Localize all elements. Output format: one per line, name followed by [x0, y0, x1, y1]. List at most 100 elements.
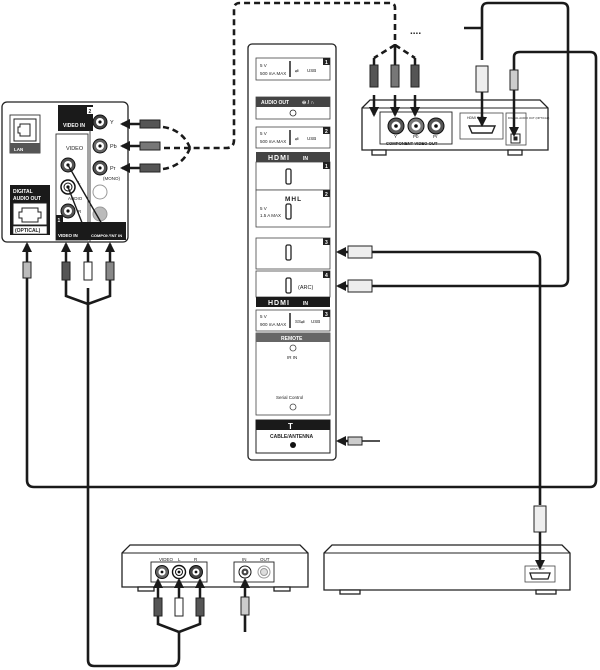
out-y-label: Y [394, 134, 397, 139]
headphone-icon: ⊖ / ∩ [302, 100, 314, 106]
remote-header: REMOTE [281, 336, 303, 342]
rca-l-jack[interactable] [171, 564, 187, 580]
side-panel-plugs [336, 245, 373, 446]
usb3-number: 3 [325, 312, 328, 318]
rca-r-jack[interactable] [189, 565, 203, 579]
hdmi-out-label-bottom: HDMI OUT [530, 567, 545, 571]
hdmi2-spec-2: 1.5 A MAX [260, 213, 281, 218]
jack-pr-in[interactable] [92, 160, 108, 176]
lan-label: LAN [14, 147, 23, 152]
mhl-label: MHL [285, 196, 302, 203]
usb-port-2[interactable]: 5 V 500 mA MAX ⇌ USB 2 [255, 126, 331, 149]
video-in-2-number: 2 [89, 109, 92, 115]
hdmi-out-port-bottom[interactable]: HDMI OUT [524, 565, 556, 583]
serial-control-label: Serial Control [276, 395, 303, 400]
top-device-plugs: .... [369, 26, 519, 137]
plug-pb [390, 64, 400, 88]
hdmi-port-4-arc[interactable]: (ARC) 4 [255, 270, 331, 298]
composite-plug-audio-r [105, 261, 115, 281]
composite-plug-video [61, 261, 71, 281]
bottom-left-device: VIDEO L R IN OUT [121, 544, 309, 592]
component-split-pr [394, 43, 416, 60]
video-in-1-label: VIDEO IN [58, 233, 78, 238]
audio-jack-icon [289, 109, 297, 117]
ellipsis-label: .... [410, 26, 421, 37]
bottom-right-plugs [533, 505, 547, 570]
out-pr-label: Pr [433, 134, 438, 139]
component-out-y[interactable] [387, 117, 405, 135]
audio-r-label: R [78, 209, 82, 214]
optical-label: (OPTICAL) [15, 228, 41, 234]
hdmi3-number: 3 [325, 240, 328, 246]
remote-section: REMOTE IR IN Serial Control [255, 332, 331, 416]
optical-cable [25, 50, 598, 489]
usb1-label: USB [307, 68, 316, 73]
usb-port-1[interactable]: 5 V 500 mA MAX ⇌ USB 1 [255, 57, 331, 81]
hdmi1-number: 1 [325, 164, 328, 170]
video-label: VIDEO [66, 146, 84, 152]
cables [25, 1, 598, 668]
coax-plug [347, 436, 363, 446]
component-out-pb[interactable] [407, 117, 425, 135]
tv-rear-panel: LAN DIGITAL AUDIO OUT (OPTICAL) VIDEO IN… [1, 101, 129, 243]
component-plugs-tv [120, 119, 161, 173]
hdmi2-spec-1: 5 V [260, 206, 267, 211]
jack-y-label: Y [110, 120, 114, 126]
serial-control-port [289, 403, 297, 411]
hdmi-cable-bottom-device [372, 250, 542, 505]
usb-icon: ⇌ [295, 136, 299, 141]
optical-plug [22, 261, 32, 279]
jack-audio-r-in[interactable] [60, 203, 76, 219]
hdmi-plug-4 [347, 279, 373, 293]
plug-y [369, 64, 379, 88]
usb3-spec-2: 900 mA MAX [260, 322, 286, 327]
optical-plug-top [509, 69, 519, 91]
bottom-left-plugs [153, 578, 250, 617]
out-label: OUT [260, 557, 270, 562]
component-out-pr[interactable] [427, 117, 445, 135]
in-label: IN [242, 557, 247, 562]
jack-pb-label: Pb [110, 144, 117, 150]
antenna-jack [290, 442, 296, 448]
bottom-right-device: HDMI OUT [323, 544, 571, 595]
audio-out-label: AUDIO OUT [261, 100, 289, 106]
video-label: VIDEO [159, 557, 174, 562]
hdmi-port-3[interactable]: 3 [255, 237, 331, 270]
rca-video-jack[interactable] [155, 565, 169, 579]
rf-out-jack[interactable] [257, 565, 271, 579]
hdmi2-number: 2 [325, 192, 328, 198]
usb-port-3[interactable]: 5 V 900 mA MAX SS⇌ USB 3 [255, 309, 331, 332]
cable-antenna-label: CABLE/ANTENNA [270, 434, 313, 440]
arc-label: (ARC) [298, 285, 313, 291]
hdmi-header: HDMI [268, 155, 290, 162]
hdmi-port-2-mhl[interactable]: MHL 5 V 1.5 A MAX 2 [255, 189, 331, 228]
usb3-spec-1: 5 V [260, 314, 267, 319]
component-split-y [373, 43, 396, 60]
hdmi-footer-suffix: IN [303, 301, 308, 307]
audio-out-port[interactable]: AUDIO OUT ⊖ / ∩ [255, 96, 331, 120]
usb2-spec-1: 5 V [260, 131, 267, 136]
optical-port[interactable]: DIGITAL AUDIO OUT (OPTICAL) [10, 185, 50, 235]
jack-pr-label: Pr [110, 166, 116, 172]
jack-pb-in[interactable] [92, 138, 108, 154]
cable-antenna-port[interactable]: T CABLE/ANTENNA [255, 419, 331, 454]
composite-split-device [156, 614, 202, 634]
component-video-out-label: COMPONENT VIDEO OUT [386, 141, 438, 146]
hdmi-port-1[interactable]: 1 [255, 161, 331, 191]
hdmi-cable-top-device [372, 1, 570, 288]
jack-y-in[interactable] [92, 114, 108, 130]
antenna-icon: T [288, 422, 293, 431]
digital-audio-out-label: DIGITAL AUDIO OUT (OPTICAL) [508, 116, 549, 120]
audio-l-label: L [78, 180, 81, 185]
audio-out-label: AUDIO OUT [13, 196, 41, 202]
lan-port[interactable]: LAN [9, 114, 41, 154]
audio-label: AUDIO [68, 196, 83, 201]
ir-in-port [289, 344, 297, 352]
tv-rear-plugs [22, 242, 115, 281]
usb1-spec-2: 500 mA MAX [260, 71, 286, 76]
l-label: L [178, 557, 181, 562]
hdmi-plug-3 [347, 245, 373, 259]
component-cable-dashed [190, 1, 397, 150]
out-pb-label: Pb [413, 134, 419, 139]
rf-in-jack[interactable] [238, 565, 252, 579]
